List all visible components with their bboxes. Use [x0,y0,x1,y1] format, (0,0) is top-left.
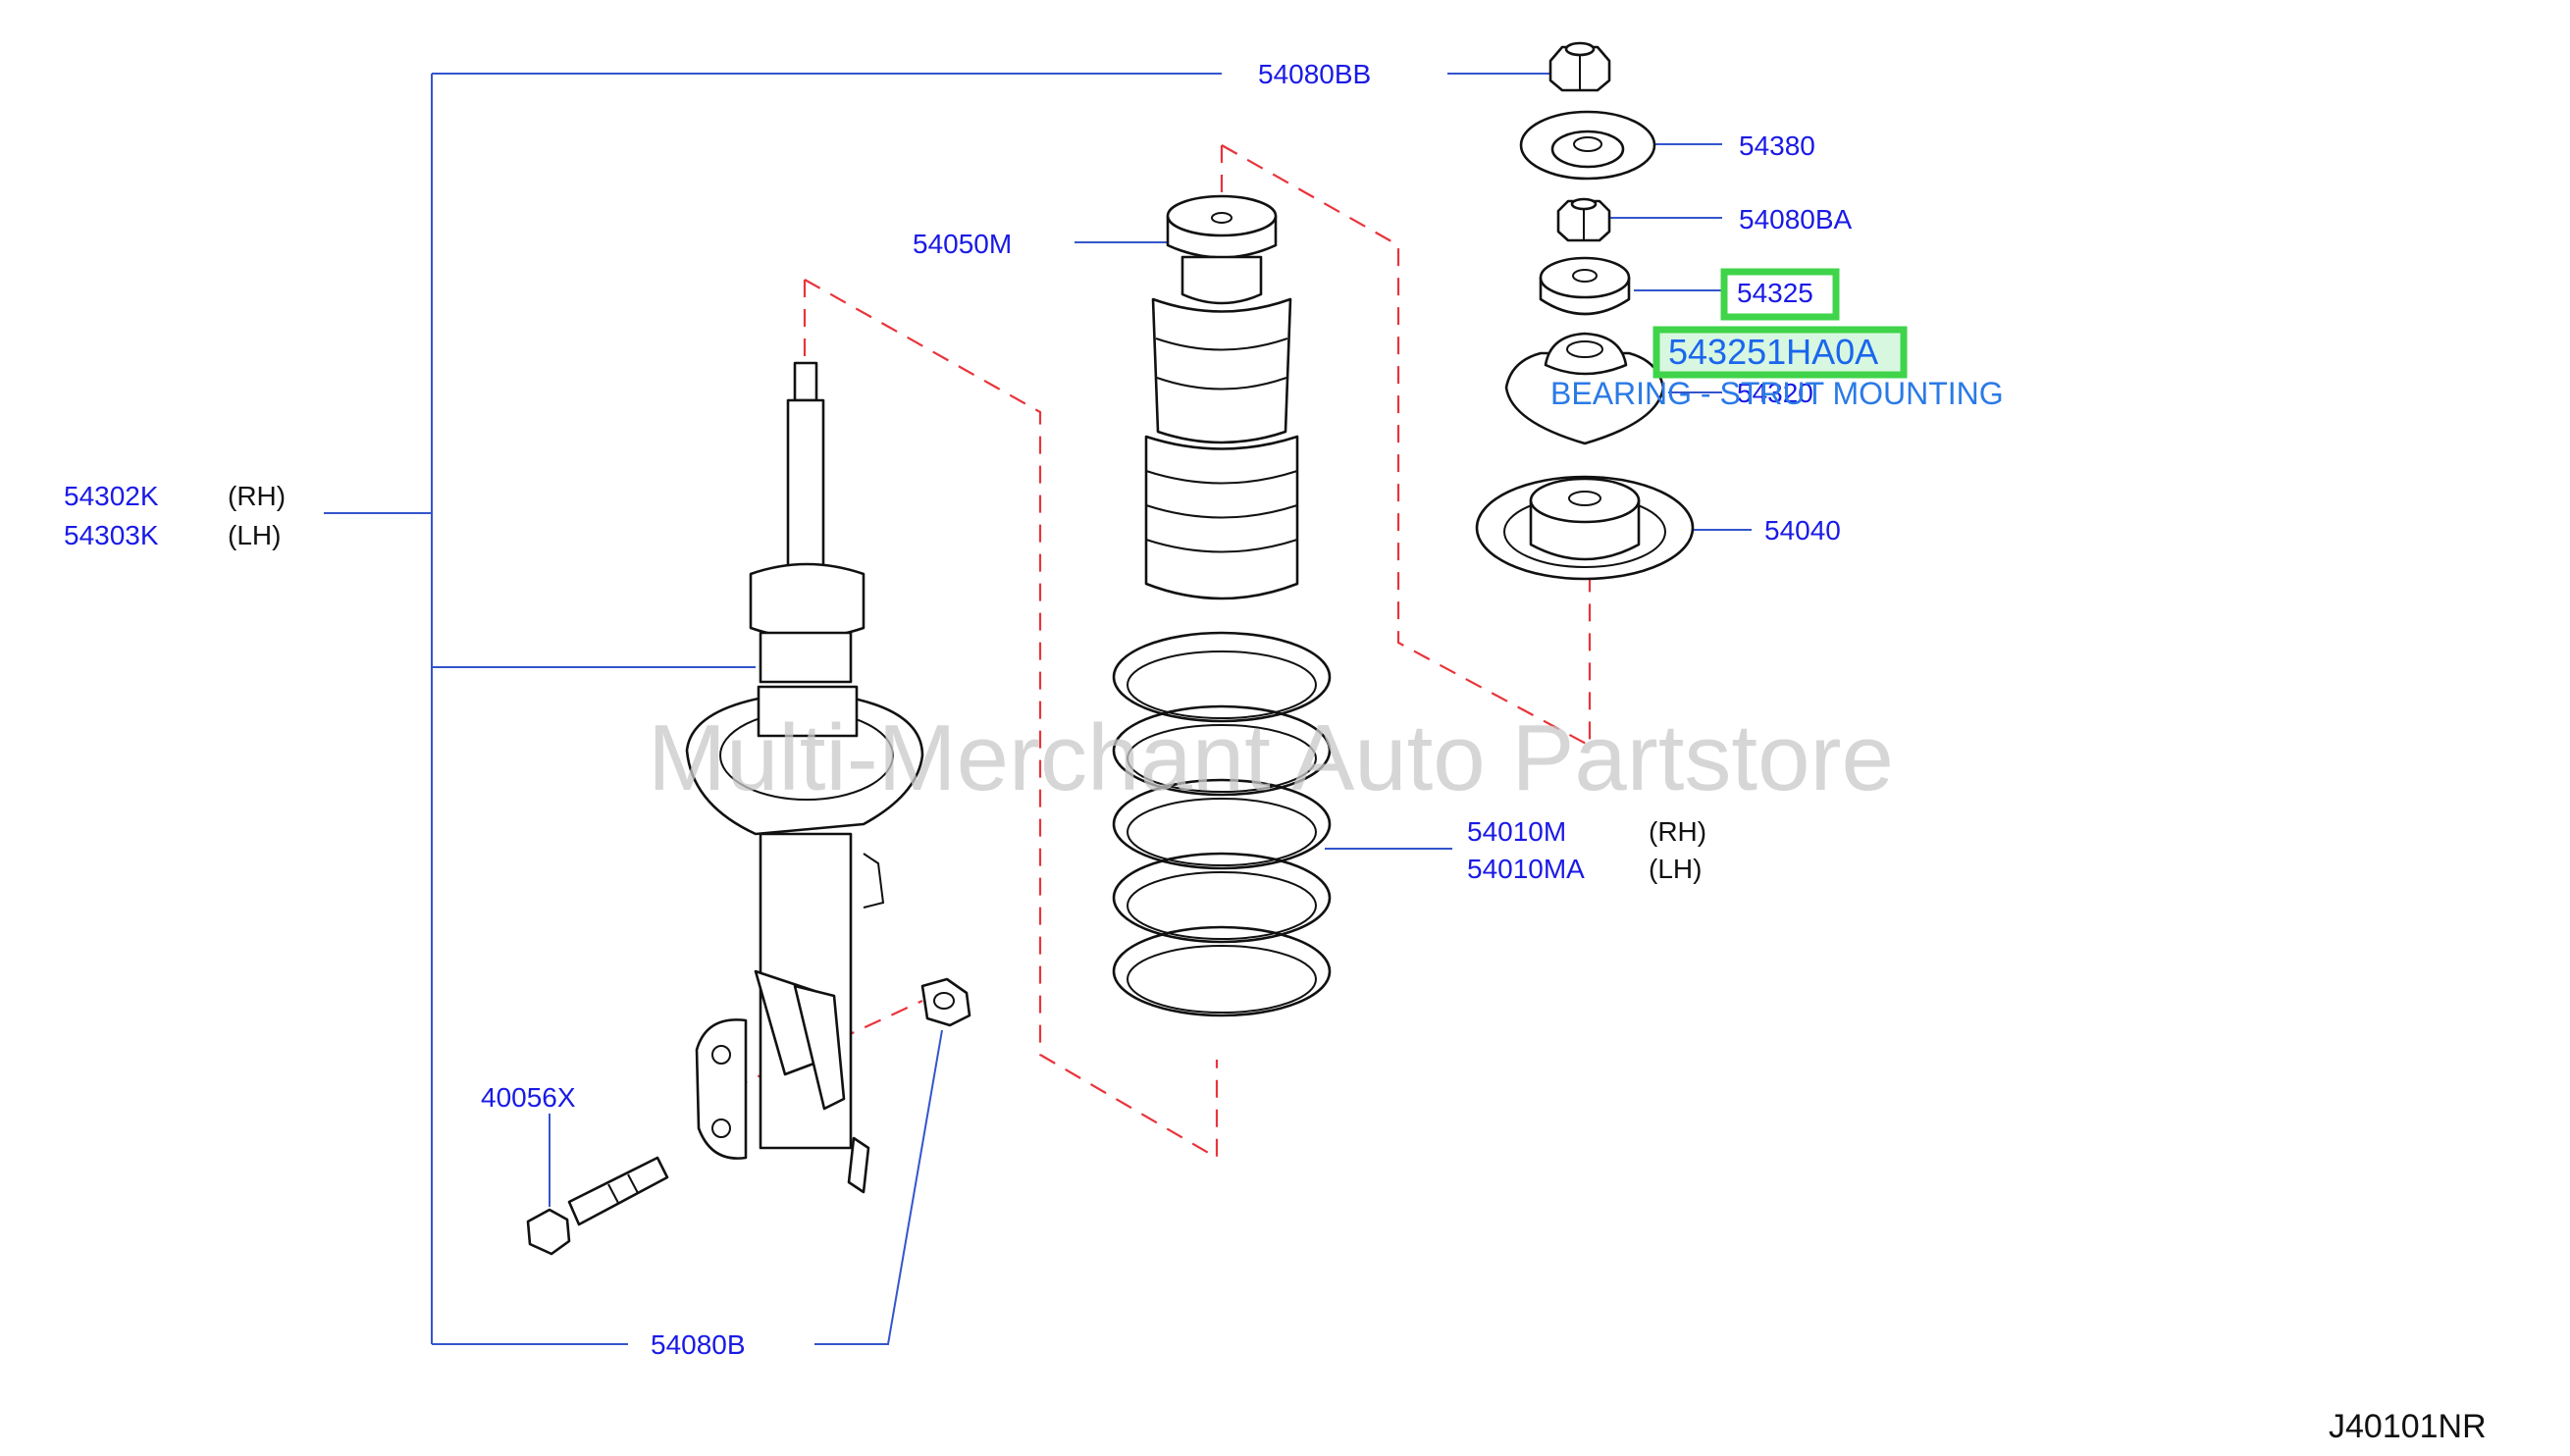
label-54010m-side: (RH) [1649,816,1706,847]
label-54380[interactable]: 54380 [1739,130,1815,161]
label-54303k-side: (LH) [228,520,281,550]
highlight-box-part-number[interactable] [1652,326,1908,379]
watermark: Multi-Merchant Auto Partstore [648,705,1894,810]
label-54080b[interactable]: 54080B [651,1329,746,1360]
label-54320[interactable]: 54320 [1737,378,1813,408]
bump-stop-54050m-part [1144,194,1299,600]
right-leader-lines [1075,73,1752,850]
label-54010ma[interactable]: 54010MA [1467,854,1585,884]
nut-54080ba-part [1556,197,1611,242]
highlight-group: 543251HA0A BEARING - STRUT MOUNTING [1550,268,2004,411]
label-54080ba[interactable]: 54080BA [1739,204,1853,234]
label-54325[interactable]: 54325 [1737,278,1813,308]
highlight-description: BEARING - STRUT MOUNTING [1550,376,2004,411]
nut-54080bb-part [1548,41,1611,92]
washer-54380-part [1519,110,1656,181]
bearing-54325-part [1539,256,1631,316]
left-bracket-lines [324,73,1222,1345]
label-54050m[interactable]: 54050M [913,229,1012,259]
highlight-part-number[interactable]: 543251HA0A [1668,332,1878,372]
label-54010m[interactable]: 54010M [1467,816,1566,847]
part-labels: 54080BB 54380 54080BA 54325 54320 54040 … [64,59,1853,1360]
label-54080bb[interactable]: 54080BB [1258,59,1371,89]
label-54303k[interactable]: 54303K [64,520,159,550]
label-40056x[interactable]: 40056X [481,1082,576,1113]
strut-54302k-part [685,361,924,1194]
diagram-code: J40101NR [2329,1408,2487,1445]
mount-54320-part [1504,332,1665,445]
nut-54080b-part [920,977,971,1027]
label-54302k[interactable]: 54302K [64,481,159,511]
label-54010ma-side: (LH) [1649,854,1702,884]
coil-spring-54010m-part [1112,631,1332,1017]
label-54302k-side: (RH) [228,481,286,511]
dashed-guide-lines [730,144,1592,1160]
spring-seat-54040-part [1475,475,1695,581]
label-54040[interactable]: 54040 [1764,515,1841,546]
highlight-box-54325[interactable] [1720,268,1840,321]
bolt-40056x-part [526,1156,669,1256]
